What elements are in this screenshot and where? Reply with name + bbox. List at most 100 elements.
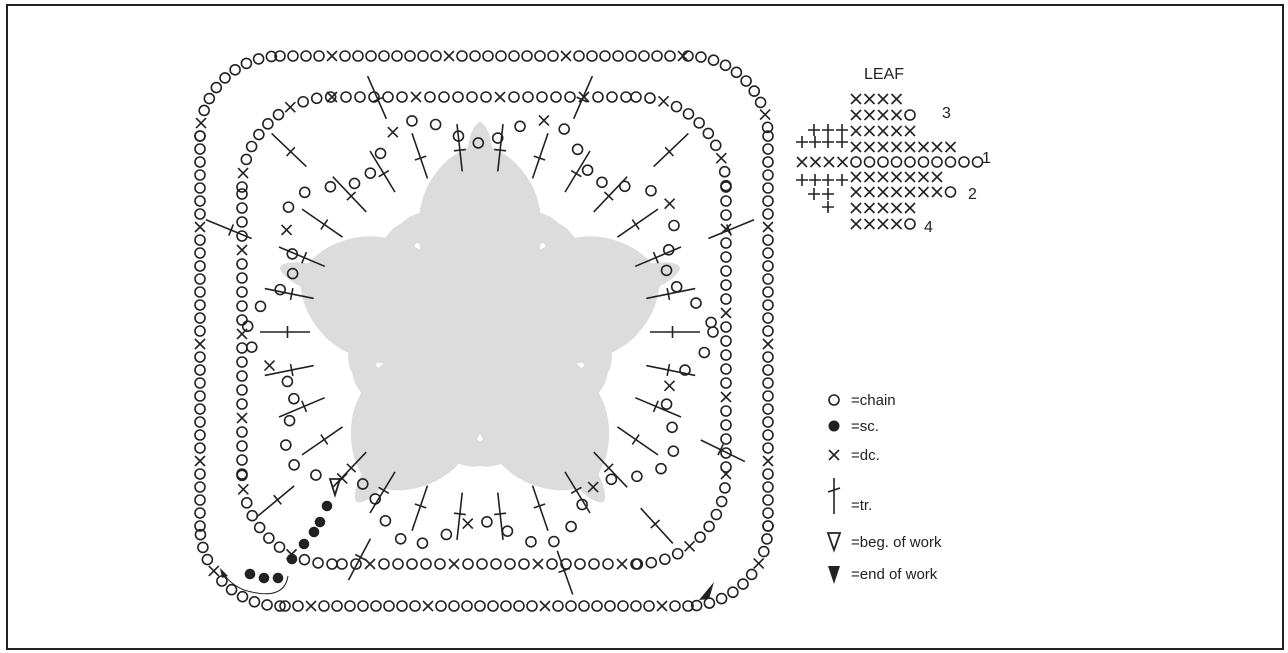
chain-stitch (324, 91, 337, 103)
tr-stitch (531, 132, 549, 179)
leaf-plus-stitch (822, 188, 834, 200)
start-of-work-marker (328, 478, 342, 499)
chain-stitch (727, 586, 739, 599)
chain-stitch (500, 600, 512, 612)
chain-stitch (344, 600, 356, 612)
chain-stitch (863, 156, 876, 168)
chain-stitch (194, 143, 206, 155)
chain-stitch (631, 470, 643, 483)
leaf-title: LEAF (864, 66, 904, 83)
chain-stitch (958, 156, 970, 168)
chain-stitch (281, 375, 294, 388)
chain-stitch (720, 237, 732, 249)
legend-label-chain: =chain (851, 392, 896, 409)
chain-stitch (350, 558, 362, 570)
tr-stitch (700, 439, 746, 463)
chain-stitch (391, 50, 403, 62)
chain-stitch (452, 91, 464, 103)
end-of-work-marker (699, 582, 714, 600)
chain-stitch (850, 156, 862, 168)
chain-stitch (254, 300, 267, 313)
chain-stitch (877, 156, 889, 168)
chain-stitch (754, 96, 767, 109)
sc-stitch (298, 538, 310, 550)
dc-stitch (890, 141, 903, 153)
tr-stitch (278, 396, 326, 418)
chain-stitch (904, 218, 916, 230)
tr-stitch (496, 492, 504, 540)
chain-stitch (236, 272, 248, 284)
chain-stitch (297, 95, 309, 108)
dc-stitch (762, 455, 774, 467)
end-icon (828, 566, 840, 584)
chain-stitch (263, 532, 275, 544)
chain-stitch (225, 583, 238, 596)
chain-stitch (236, 440, 248, 452)
petal-lobe (524, 221, 578, 244)
chain-stitch (236, 454, 248, 466)
chain-stitch (274, 50, 286, 62)
tr-bar (378, 169, 390, 178)
dc-stitch (208, 565, 220, 577)
treble-stitches (205, 75, 755, 595)
dc-stitch (263, 360, 276, 372)
chain-stitch (466, 91, 478, 103)
chain-stitch (931, 156, 943, 168)
chain-stitch (694, 531, 706, 543)
dc-stitch (890, 218, 903, 230)
dc-stitch (863, 125, 876, 137)
dc-stitch (877, 171, 889, 183)
dc-stitch (890, 202, 903, 214)
chain-stitch (394, 532, 407, 545)
dc-stitch (890, 93, 903, 105)
chain-stitch (762, 364, 774, 376)
dc-stitch (236, 244, 248, 256)
tr-stitch (634, 396, 682, 418)
chain-stitch (236, 590, 249, 603)
chain-stitch (719, 59, 732, 72)
chain-stitch (417, 50, 429, 62)
tr-stitch (369, 471, 396, 514)
tr-stitch (564, 471, 591, 514)
chain-stitch (241, 320, 254, 333)
tr-bar (273, 494, 282, 505)
chain-stitch (720, 377, 732, 389)
chain-stitch (253, 521, 266, 534)
chain-stitch (404, 50, 416, 62)
legend-label-end: =end of work (851, 566, 938, 583)
chain-stitch (703, 597, 716, 609)
chain-stitch (364, 167, 377, 179)
tr-stitch (205, 219, 252, 240)
tr-stitch (496, 124, 504, 172)
chain-stitch (720, 363, 732, 375)
dc-stitch (587, 481, 599, 493)
chain-stitch (374, 147, 387, 160)
chain-stitch (660, 264, 673, 277)
tr-bar (301, 400, 308, 413)
chain-stitch (904, 156, 916, 168)
chain-stitch (352, 50, 364, 62)
chain-stitch (378, 50, 390, 62)
chain-stitch (424, 91, 436, 103)
dc-stitch (877, 109, 889, 121)
dc-stitch (762, 221, 774, 233)
sc-stitch (308, 526, 320, 538)
chain-stitch (210, 81, 223, 94)
chain-stitch (715, 495, 728, 508)
petal-lobe (348, 347, 392, 387)
chain-stitch (336, 558, 348, 570)
chain-stitch (644, 92, 656, 104)
chain-icon (828, 394, 840, 406)
tr-stitch (256, 485, 295, 518)
chain-stitch (720, 195, 732, 207)
dc-stitch (494, 91, 506, 103)
tr-stitch (332, 176, 367, 213)
tr-stitch (411, 485, 429, 532)
chain-stitch (201, 553, 214, 566)
chain-stitch (690, 599, 703, 612)
chain-stitch (659, 553, 671, 566)
chain-stitch (495, 50, 507, 62)
tr-bar (378, 486, 390, 495)
chain-stitch (710, 508, 723, 521)
petal-shape (280, 236, 472, 365)
